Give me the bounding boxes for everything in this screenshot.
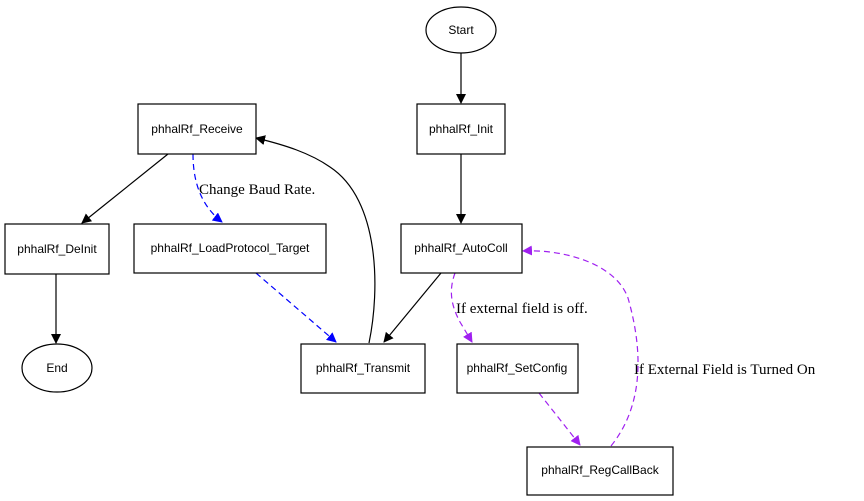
edge-receive-to-deinit	[81, 153, 169, 224]
edge-autocoll-to-setconfig	[450, 272, 473, 343]
node-autocoll: phhalRf_AutoColl	[400, 223, 523, 274]
node-end-label: End	[46, 361, 67, 375]
node-start: Start	[425, 6, 497, 54]
node-end: End	[21, 343, 93, 393]
node-receive: phhalRf_Receive	[137, 103, 257, 155]
node-transmit-label: phhalRf_Transmit	[316, 361, 411, 375]
edge-regcallback-to-autocoll	[522, 245, 639, 447]
edges	[51, 53, 639, 447]
edge-label-external-field-on: If External Field is Turned On	[634, 362, 816, 378]
node-deinit: phhalRf_DeInit	[4, 223, 110, 275]
node-receive-label: phhalRf_Receive	[151, 122, 243, 136]
node-init: phhalRf_Init	[416, 103, 506, 155]
node-init-label: phhalRf_Init	[429, 122, 494, 136]
node-start-label: Start	[448, 23, 474, 37]
node-loadprotocol: phhalRf_LoadProtocol_Target	[133, 223, 327, 274]
node-deinit-label: phhalRf_DeInit	[17, 242, 97, 256]
node-loadprotocol-label: phhalRf_LoadProtocol_Target	[151, 241, 310, 255]
edge-label-external-field-off: If external field is off.	[456, 301, 588, 317]
edge-loadprotocol-to-transmit	[255, 272, 337, 343]
node-regcallback-label: phhalRf_RegCallBack	[541, 463, 659, 477]
edge-setconfig-to-regcallback	[538, 392, 581, 446]
edge-transmit-to-receive	[255, 135, 376, 344]
node-regcallback: phhalRf_RegCallBack	[526, 446, 674, 496]
edge-autocoll-to-transmit	[383, 272, 442, 343]
nodes: Start phhalRf_Init phhalRf_Receive phhal…	[4, 6, 674, 496]
edge-label-change-baud-rate: Change Baud Rate.	[199, 182, 315, 198]
node-autocoll-label: phhalRf_AutoColl	[414, 241, 507, 255]
node-setconfig-label: phhalRf_SetConfig	[467, 361, 568, 375]
node-transmit: phhalRf_Transmit	[300, 343, 426, 394]
node-setconfig: phhalRf_SetConfig	[456, 343, 579, 394]
edge-labels: Change Baud Rate. If external field is o…	[199, 182, 816, 378]
